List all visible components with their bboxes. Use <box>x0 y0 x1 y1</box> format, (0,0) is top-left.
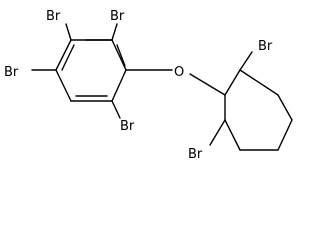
left-benzene-ring <box>55 39 127 102</box>
double-bond-inner-3 <box>61 44 75 71</box>
bond-to-br-top-left <box>65 23 72 41</box>
br-bottom-left-ring-label: Br <box>120 119 135 134</box>
bond-l3-l4 <box>111 69 127 102</box>
br-top-right-label: Br <box>110 9 125 24</box>
br-right-ring-bottom-label: Br <box>188 147 203 162</box>
bond-to-br-right-top <box>239 51 253 71</box>
bond-to-br-right-bottom <box>209 119 226 146</box>
bond-oxygen-to-right-ring <box>189 73 226 96</box>
br-top-left-label: Br <box>46 9 61 24</box>
bond-r2-r3 <box>239 69 279 96</box>
bond-to-br-bottom-left-ring <box>111 100 121 119</box>
bond-l2-l3 <box>111 39 127 71</box>
right-benzene-ring <box>224 69 293 151</box>
bond-l5-l6 <box>55 69 72 102</box>
molecule-structure: Br Br Br Br O Br Br <box>4 9 293 162</box>
bond-r3-r4 <box>277 94 293 121</box>
double-bond-inner-1 <box>116 44 126 67</box>
bond-r1-r2 <box>224 69 241 96</box>
bond-r6-r1 <box>224 119 241 151</box>
bond-l6-l1 <box>55 39 72 71</box>
bond-to-br-top-right <box>111 23 118 41</box>
br-right-ring-top-label: Br <box>258 39 273 54</box>
oxygen-label: O <box>174 65 184 80</box>
br-left-label: Br <box>4 65 19 80</box>
bond-r4-r5 <box>277 119 293 151</box>
